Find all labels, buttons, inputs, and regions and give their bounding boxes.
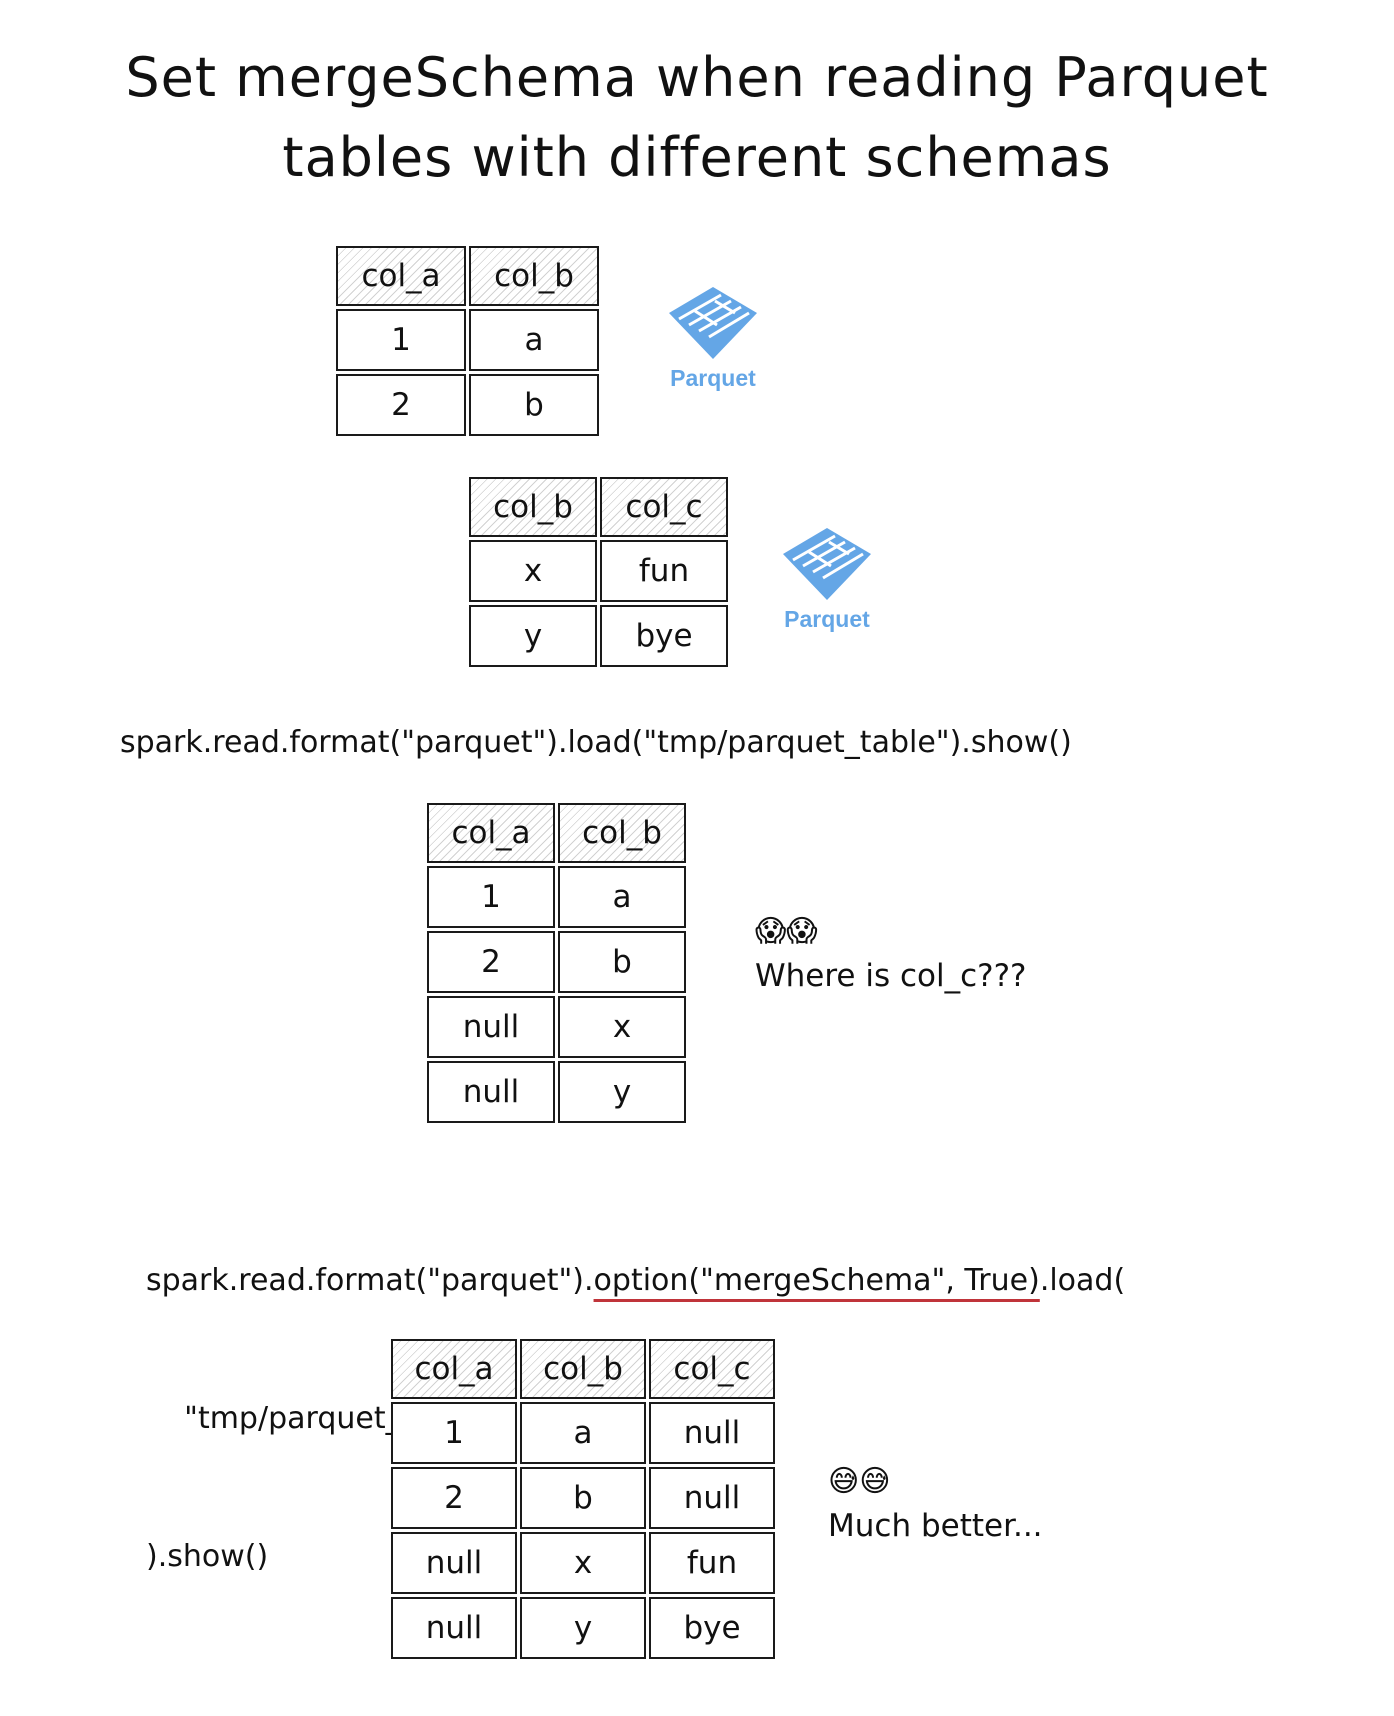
note-text: Where is col_c??? xyxy=(755,958,1027,994)
diagram-title: Set mergeSchema when reading Parquet tab… xyxy=(0,38,1394,198)
scream-emoji-icon: 😱😱 xyxy=(755,914,818,949)
parquet-logo-label: Parquet xyxy=(670,365,756,391)
table-cell: y xyxy=(558,1061,686,1123)
table-cell: 2 xyxy=(336,374,466,436)
table-cell: bye xyxy=(649,1597,775,1659)
table-cell: b xyxy=(469,374,599,436)
source-table-1: col_a col_b 1 a 2 b xyxy=(333,243,602,439)
parquet-logo: Parquet xyxy=(658,283,768,392)
table-cell: fun xyxy=(600,540,728,602)
table-cell: null xyxy=(391,1532,517,1594)
table-cell: 2 xyxy=(427,931,555,993)
source-table-2: col_b col_c x fun y bye xyxy=(466,474,731,670)
header-cell: col_a xyxy=(336,246,466,306)
header-cell: col_a xyxy=(427,803,555,863)
table-cell: a xyxy=(469,309,599,371)
merge-schema-option: option("mergeSchema", True) xyxy=(593,1263,1040,1298)
header-cell: col_b xyxy=(469,246,599,306)
result-table-2: col_a col_b col_c 1 a null 2 b null null… xyxy=(388,1336,778,1662)
header-cell: col_c xyxy=(600,477,728,537)
table-cell: 1 xyxy=(336,309,466,371)
code-prefix: spark.read.format("parquet"). xyxy=(146,1263,594,1298)
parquet-logo-icon xyxy=(783,528,871,600)
note-missing-column: 😱😱 Where is col_c??? xyxy=(755,912,1027,994)
table-cell: null xyxy=(391,1597,517,1659)
header-cell: col_c xyxy=(649,1339,775,1399)
table-cell: x xyxy=(558,996,686,1058)
parquet-logo-icon xyxy=(669,287,757,359)
table-cell: y xyxy=(469,605,597,667)
table-cell: a xyxy=(558,866,686,928)
note-text: Much better... xyxy=(828,1508,1043,1544)
table-cell: b xyxy=(558,931,686,993)
code-read-without-merge: spark.read.format("parquet").load("tmp/p… xyxy=(120,725,1072,760)
table-cell: x xyxy=(520,1532,646,1594)
table-cell: 2 xyxy=(391,1467,517,1529)
table-cell: a xyxy=(520,1402,646,1464)
table-cell: null xyxy=(427,996,555,1058)
header-cell: col_b xyxy=(558,803,686,863)
table-cell: null xyxy=(427,1061,555,1123)
table-cell: bye xyxy=(600,605,728,667)
table-cell: null xyxy=(649,1467,775,1529)
table-cell: b xyxy=(520,1467,646,1529)
title-line-1: Set mergeSchema when reading Parquet xyxy=(125,46,1269,109)
table-cell: 1 xyxy=(427,866,555,928)
table-cell: null xyxy=(649,1402,775,1464)
note-much-better: 😅😅 Much better... xyxy=(828,1462,1043,1544)
table-cell: y xyxy=(520,1597,646,1659)
code-line-3: ).show() xyxy=(146,1539,269,1574)
code-suffix: .load( xyxy=(1039,1263,1126,1298)
header-cell: col_b xyxy=(520,1339,646,1399)
code-line-1: spark.read.format("parquet").option("mer… xyxy=(146,1258,1125,1304)
result-table-1: col_a col_b 1 a 2 b null x null y xyxy=(424,800,689,1126)
sweat-smile-emoji-icon: 😅😅 xyxy=(828,1464,891,1499)
table-cell: 1 xyxy=(391,1402,517,1464)
title-line-2: tables with different schemas xyxy=(282,126,1112,189)
parquet-logo: Parquet xyxy=(772,524,882,633)
header-cell: col_b xyxy=(469,477,597,537)
parquet-logo-label: Parquet xyxy=(784,606,870,632)
header-cell: col_a xyxy=(391,1339,517,1399)
table-cell: x xyxy=(469,540,597,602)
table-cell: fun xyxy=(649,1532,775,1594)
